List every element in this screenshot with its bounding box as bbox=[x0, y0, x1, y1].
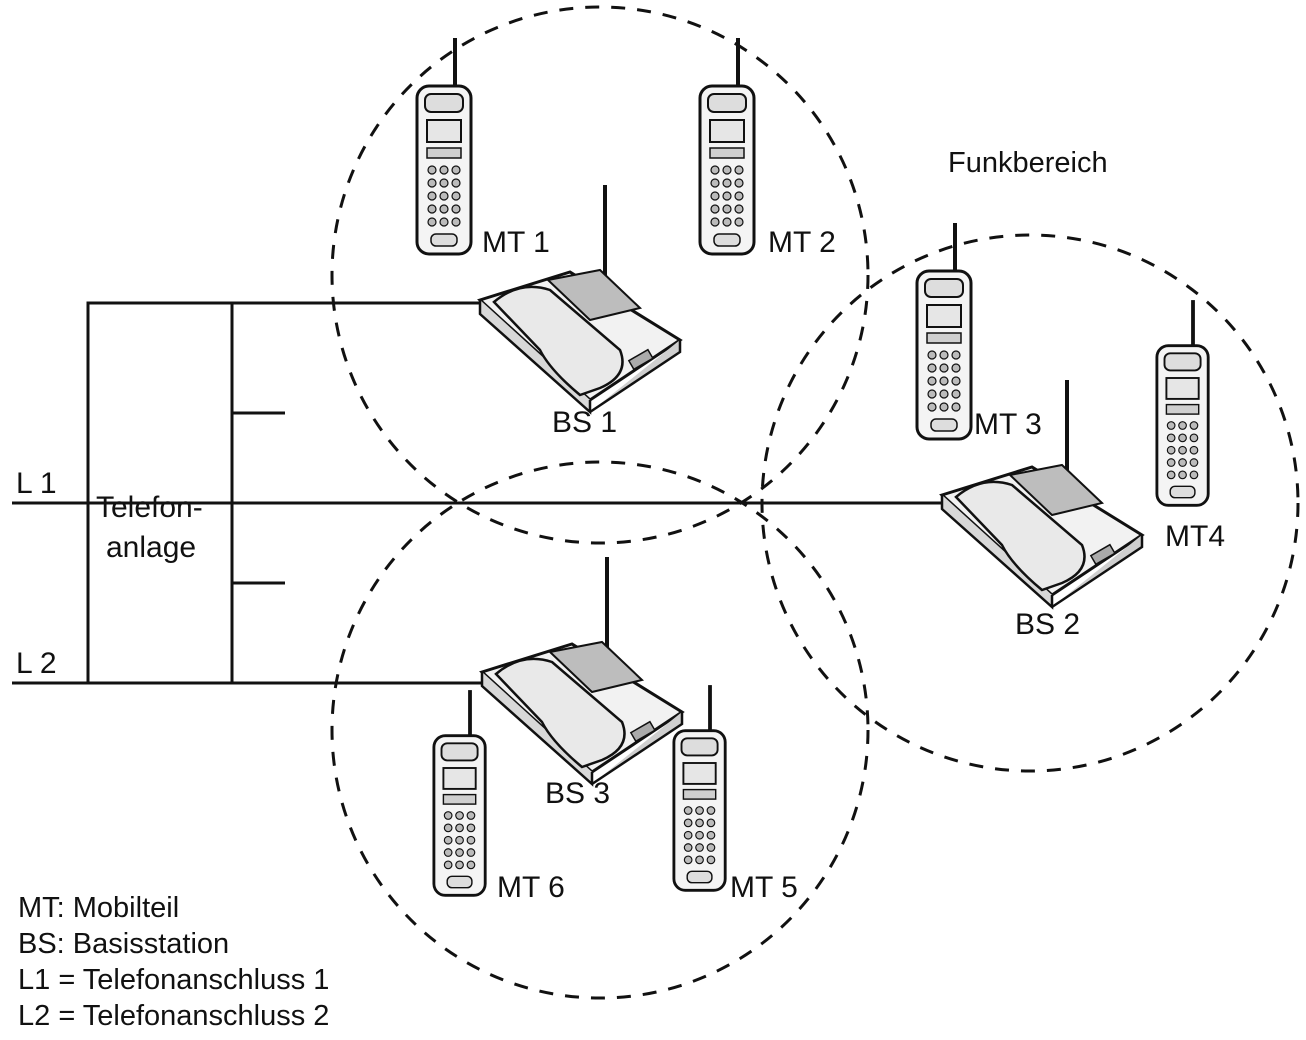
bs1-label: BS 1 bbox=[552, 406, 617, 439]
mt2-label: MT 2 bbox=[768, 226, 836, 259]
base-station-3 bbox=[480, 555, 684, 786]
legend: MT: Mobilteil BS: Basisstation L1 = Tele… bbox=[18, 890, 329, 1034]
legend-item-l1: L1 = Telefonanschluss 1 bbox=[18, 964, 330, 996]
mt5-label: MT 5 bbox=[730, 871, 798, 904]
mt4-label: MT4 bbox=[1165, 520, 1225, 553]
bs3-label: BS 3 bbox=[545, 777, 610, 810]
pbx-label-line1: Telefon- bbox=[96, 491, 203, 524]
line-l1-label: L 1 bbox=[16, 467, 57, 500]
handset-mt2 bbox=[698, 36, 756, 256]
legend-item-mt: MT: Mobilteil bbox=[18, 892, 180, 924]
radio-cell-bs1 bbox=[330, 5, 870, 545]
line-l2-label: L 2 bbox=[16, 647, 57, 680]
pbx-box bbox=[86, 301, 234, 685]
base-station-1 bbox=[478, 183, 682, 414]
radio-area-label: Funkbereich bbox=[948, 147, 1108, 179]
mt6-label: MT 6 bbox=[497, 871, 565, 904]
legend-item-l2: L2 = Telefonanschluss 2 bbox=[18, 1000, 330, 1032]
handset-mt6 bbox=[431, 688, 488, 898]
handset-mt4 bbox=[1155, 298, 1211, 508]
mt1-label: MT 1 bbox=[482, 226, 550, 259]
mt3-label: MT 3 bbox=[974, 408, 1042, 441]
radio-cell-bs3 bbox=[330, 460, 870, 1000]
legend-item-bs: BS: Basisstation bbox=[18, 928, 230, 960]
pbx-label-line2: anlage bbox=[106, 531, 196, 564]
bs2-label: BS 2 bbox=[1015, 608, 1080, 641]
